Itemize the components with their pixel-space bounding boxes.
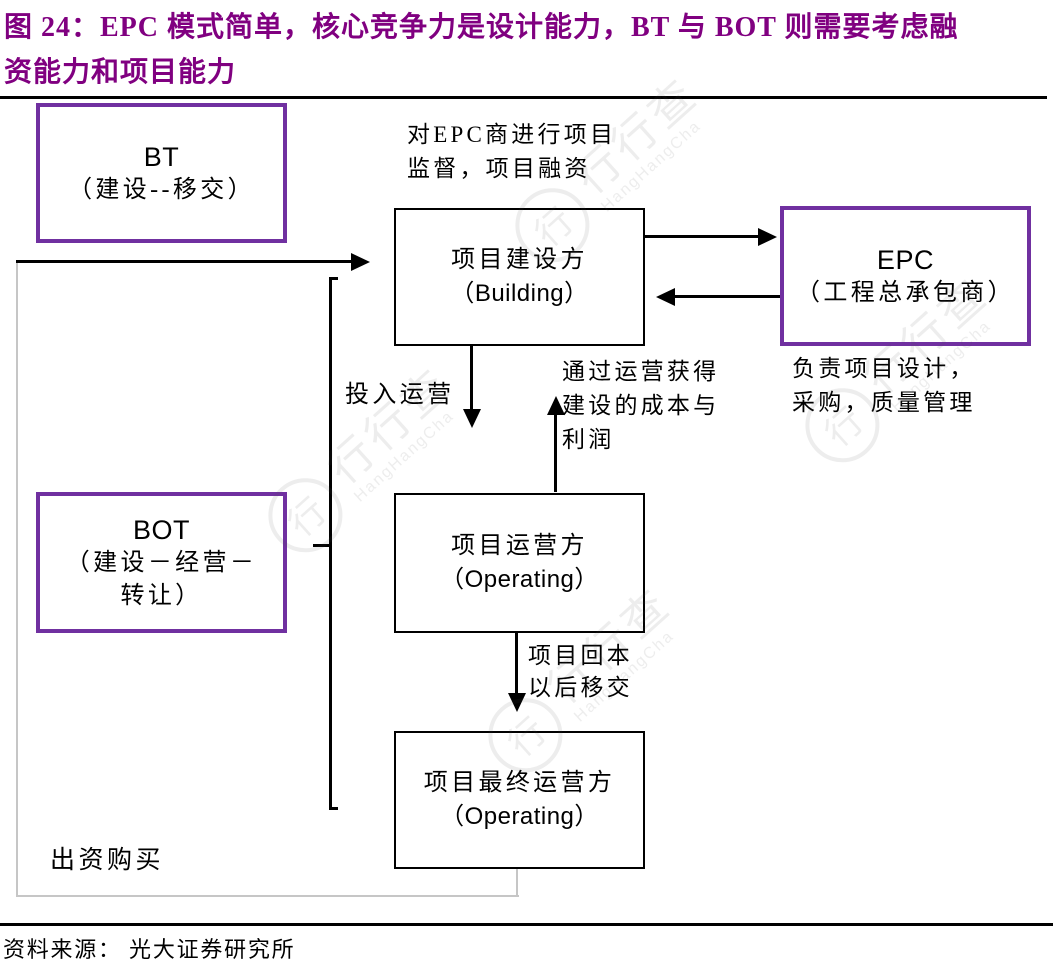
arrow-transfer-down-shaft [515, 632, 518, 695]
arrow-building-down-head-icon [463, 409, 481, 428]
arrow-main-head-icon [351, 253, 370, 271]
arrow-building-to-epc-head-icon [758, 228, 777, 246]
annotation-supervise: 对EPC商进行项目 监督，项目融资 [407, 122, 617, 181]
node-bot: BOT （建设－经营－ 转让） [36, 492, 287, 633]
node-project-builder-title: 项目建设方 [451, 247, 588, 273]
arrow-building-to-epc-shaft [645, 235, 760, 238]
node-project-operator-title: 项目运营方 [451, 533, 588, 559]
annotation-invest-operate: 投入运营 [345, 382, 455, 408]
annotation-epc-duty: 负责项目设计， 采购，质量管理 [792, 356, 976, 415]
figure-title: 图 24：EPC 模式简单，核心竞争力是设计能力，BT 与 BOT 则需要考虑融… [4, 12, 959, 88]
arrow-epc-to-building-shaft [674, 295, 781, 298]
node-bot-title: BOT [132, 514, 191, 545]
arrow-operating-up-head-icon [547, 396, 565, 415]
arrow-transfer-down-head-icon [508, 693, 526, 712]
diagram-frame-border [16, 261, 519, 897]
annotation-profit: 通过运营获得 建设的成本与 利润 [562, 359, 720, 452]
node-project-operator: 项目运营方 （Operating） [394, 493, 645, 633]
node-final-operator-title: 项目最终运营方 [423, 770, 616, 796]
bot-scope-bracket-tick [313, 544, 330, 547]
node-project-operator-subtitle: （Operating） [440, 566, 599, 593]
annotation-transfer: 项目回本 以后移交 [528, 643, 633, 700]
arrow-building-down-shaft [470, 345, 473, 411]
node-bt: BT （建设--移交） [36, 103, 287, 243]
arrow-main-shaft [16, 260, 353, 263]
node-bt-subtitle: （建设--移交） [68, 176, 255, 203]
node-final-operator: 项目最终运营方 （Operating） [394, 731, 645, 869]
node-epc-title: EPC [876, 244, 935, 275]
node-final-operator-subtitle: （Operating） [440, 803, 599, 830]
title-separator-line [0, 96, 1047, 99]
node-project-builder-subtitle: （Building） [450, 280, 589, 307]
arrow-operating-up-shaft [554, 414, 557, 492]
arrow-epc-to-building-head-icon [656, 288, 675, 306]
node-bt-title: BT [143, 141, 180, 172]
watermark-sub-text: HangHangCha [598, 117, 705, 216]
node-epc-subtitle: （工程总承包商） [796, 279, 1015, 306]
node-bot-subtitle: （建设－经营－ 转让） [65, 549, 258, 609]
annotation-purchase: 出资购买 [50, 847, 165, 874]
diagram-frame-right-stub [516, 868, 518, 895]
bot-scope-bracket [329, 277, 338, 810]
footer-separator-line [0, 923, 1053, 926]
node-epc: EPC （工程总承包商） [780, 206, 1031, 346]
node-project-builder: 项目建设方 （Building） [394, 208, 645, 346]
source-note: 资料来源： 光大证券研究所 [3, 937, 296, 962]
